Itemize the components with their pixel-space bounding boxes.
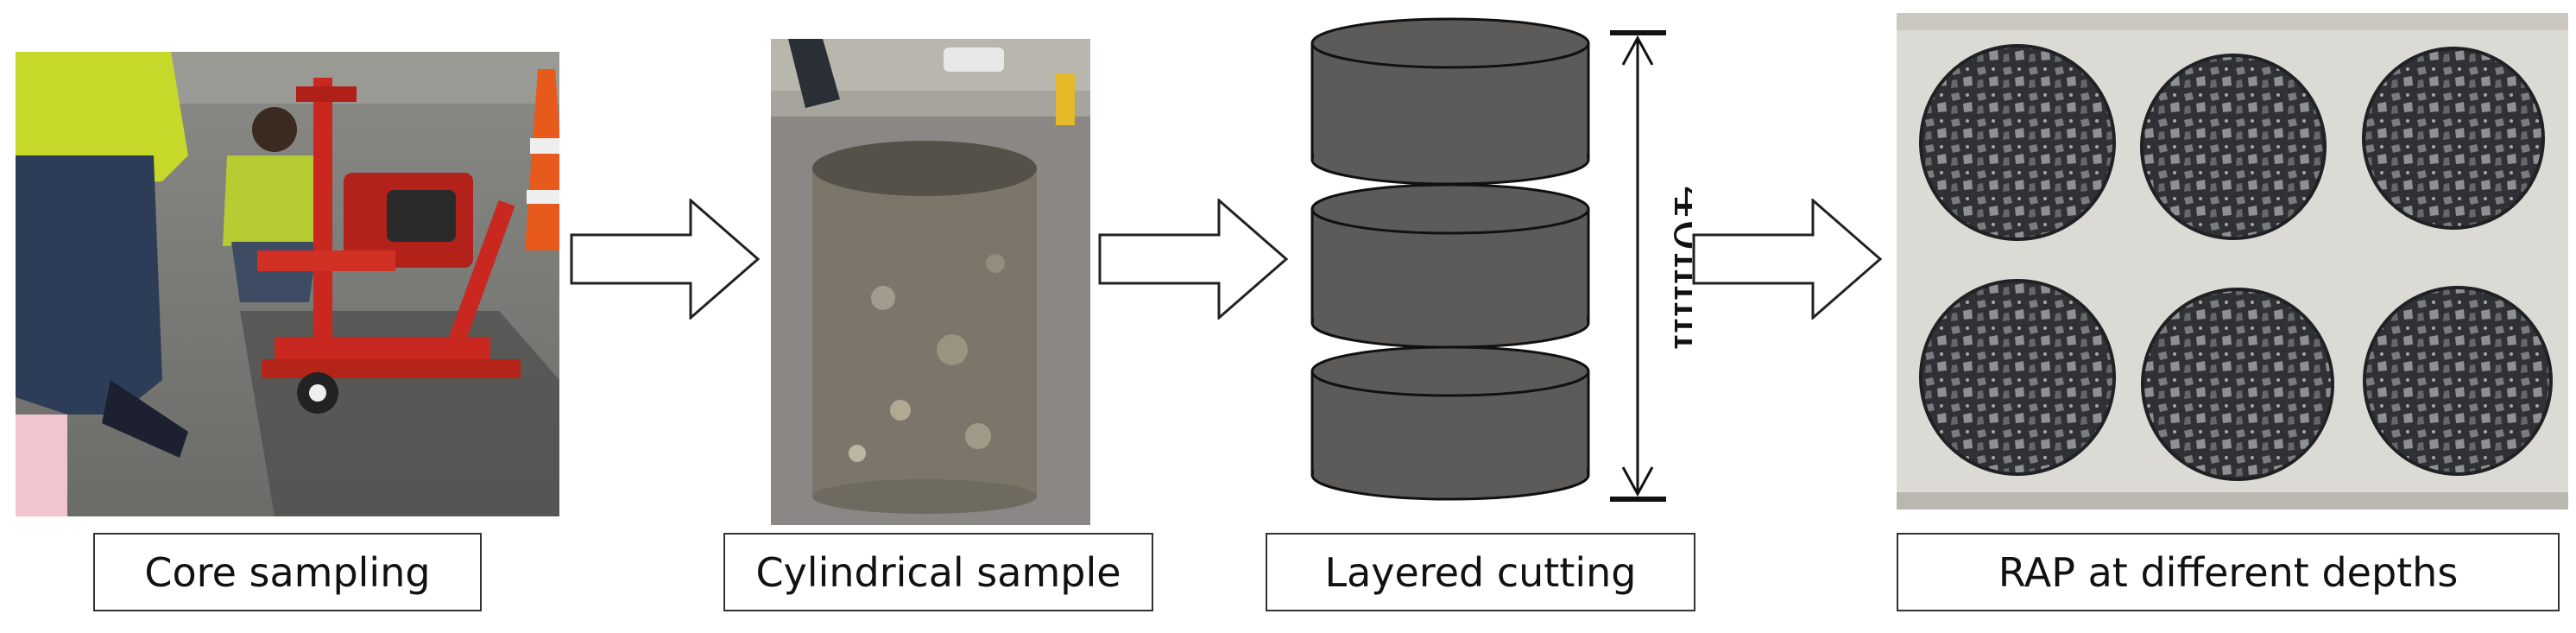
rap-specimen xyxy=(2363,286,2553,476)
cut-layer-1 xyxy=(1310,17,1590,186)
step-label: RAP at different depths xyxy=(1998,548,2459,596)
step-label: Layered cutting xyxy=(1324,548,1637,596)
rap-specimen xyxy=(1919,44,2116,241)
rap-specimen xyxy=(2362,47,2545,230)
layered-cutting-diagram: 40mm xyxy=(1310,17,1692,502)
rap-specimen xyxy=(1919,279,2116,476)
arrow-right-icon xyxy=(1098,199,1288,320)
rap-specimen xyxy=(2141,288,2334,481)
arrow-right-icon xyxy=(570,199,760,320)
cut-layer-2 xyxy=(1310,183,1590,349)
label-cylindrical-sample: Cylindrical sample xyxy=(723,533,1153,611)
step-label: Cylindrical sample xyxy=(755,548,1121,596)
rap-specimen xyxy=(2140,54,2327,240)
cut-layer-3 xyxy=(1310,345,1590,501)
dimension-marker xyxy=(1610,30,1666,502)
dimension-label: 40mm xyxy=(1662,186,1692,350)
cylindrical-sample-photo xyxy=(771,39,1090,525)
rap-specimens-photo xyxy=(1897,13,2568,510)
arrow-right-icon xyxy=(1692,199,1882,320)
label-core-sampling: Core sampling xyxy=(93,533,482,611)
label-layered-cutting: Layered cutting xyxy=(1266,533,1695,611)
core-sampling-photo xyxy=(16,52,559,516)
step-label: Core sampling xyxy=(144,548,431,596)
label-rap-depths: RAP at different depths xyxy=(1897,533,2560,611)
